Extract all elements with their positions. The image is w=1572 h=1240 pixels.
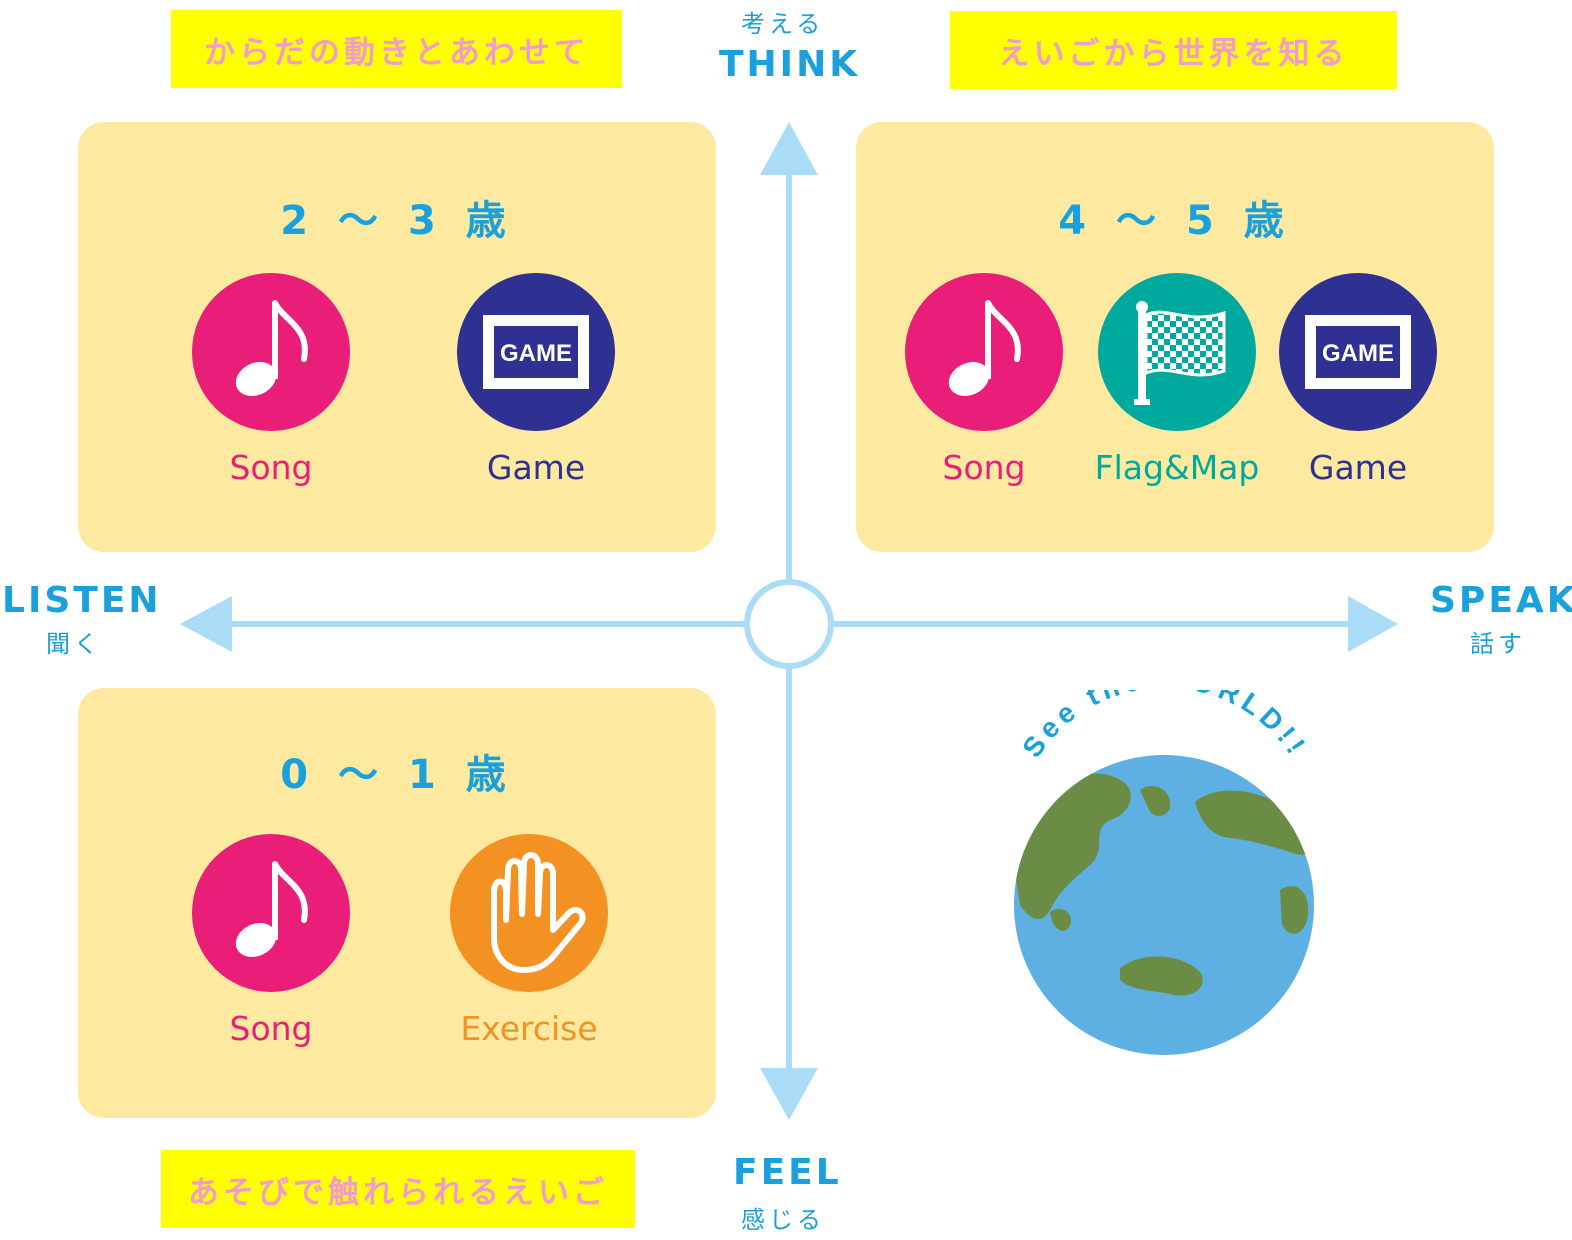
label-exercise: Exercise [460, 1009, 598, 1048]
axis-left-en: LISTEN [2, 580, 162, 621]
label-game: Game [1308, 448, 1408, 487]
panel-age-2-3-title: 2 〜 3 歳 [280, 198, 514, 244]
globe-icon: See the WORLD!! [1014, 690, 1314, 1055]
checkered-flag-icon [1134, 301, 1226, 405]
panel-age-4-5-title: 4 〜 5 歳 [1058, 198, 1292, 244]
globe-caption-path: See the WORLD!! [1016, 690, 1309, 763]
arrow-down-icon [760, 1068, 818, 1120]
hand-icon [491, 852, 586, 973]
game-icon: GAME [1305, 315, 1411, 389]
label-game: Game [486, 448, 586, 487]
game-icon-text: GAME [500, 340, 572, 367]
banner-top-right: えいごから世界を知る [950, 11, 1397, 89]
axis-center-circle [744, 579, 834, 669]
game-button-icon: GAME [1279, 273, 1437, 431]
axis-left-jp: 聞く [46, 630, 102, 658]
banner-bottom-left: あそびで触れられるえいご [161, 1150, 635, 1228]
axis-top-jp: 考える [741, 10, 825, 38]
arrow-up-icon [760, 122, 818, 175]
music-note-icon [235, 300, 308, 397]
panel-age-0-1-title: 0 〜 1 歳 [280, 752, 514, 798]
song-icon [192, 273, 350, 431]
axis-bottom-jp: 感じる [741, 1206, 825, 1234]
game-icon-text: GAME [1322, 340, 1394, 367]
panel-age-2-3 [78, 122, 716, 552]
banner-top-left: からだの動きとあわせて [171, 10, 622, 88]
axis-right-jp: 話す [1470, 630, 1526, 658]
game-icon: GAME [483, 315, 589, 389]
song-icon [905, 273, 1063, 431]
globe-caption: See the WORLD!! [1016, 690, 1314, 763]
axis-bottom-en: FEEL [733, 1152, 842, 1193]
label-song: Song [229, 1009, 313, 1048]
arrow-right-icon [1348, 596, 1398, 652]
arrow-left-icon [180, 596, 232, 652]
label-song: Song [229, 448, 313, 487]
song-icon [192, 834, 350, 992]
label-song: Song [942, 448, 1026, 487]
music-note-icon [235, 861, 308, 958]
axis-top-en: THINK [719, 44, 861, 85]
axis-right-en: SPEAK [1430, 580, 1572, 621]
label-flag-map: Flag&Map [1094, 448, 1260, 487]
flag-button-icon [1098, 273, 1256, 431]
music-note-icon [948, 300, 1021, 397]
game-button-icon: GAME [457, 273, 615, 431]
exercise-button-icon [450, 834, 608, 992]
panel-age-0-1 [78, 688, 716, 1118]
